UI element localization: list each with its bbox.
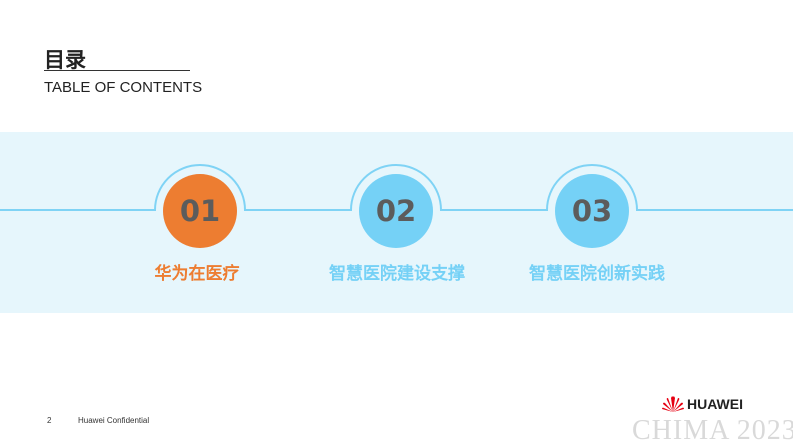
page-subtitle: TABLE OF CONTENTS bbox=[44, 79, 203, 96]
page-number: 2 bbox=[47, 416, 52, 425]
item-label-03[interactable]: 智慧医院创新实践 bbox=[529, 264, 665, 284]
item-circle-02 bbox=[359, 174, 433, 248]
title-divider bbox=[44, 70, 190, 71]
confidential-note: Huawei Confidential bbox=[78, 416, 150, 425]
page-title: 目录 bbox=[44, 49, 86, 72]
item-number-02: 02 bbox=[375, 194, 417, 228]
item-circle-01 bbox=[163, 174, 237, 248]
item-label-02[interactable]: 智慧医院建设支撑 bbox=[329, 264, 465, 284]
item-number-01: 01 bbox=[179, 194, 221, 228]
timeline-line bbox=[0, 164, 793, 211]
item-number-03: 03 bbox=[571, 194, 613, 228]
huawei-logo: HUAWEI bbox=[662, 395, 743, 413]
item-label-01[interactable]: 华为在医疗 bbox=[154, 264, 240, 284]
timeline-graphic bbox=[0, 164, 793, 248]
brand-name: HUAWEI bbox=[687, 396, 743, 412]
huawei-flower-icon bbox=[662, 396, 684, 412]
item-circle-03 bbox=[555, 174, 629, 248]
watermark: CHIMA 2023 bbox=[632, 415, 793, 446]
